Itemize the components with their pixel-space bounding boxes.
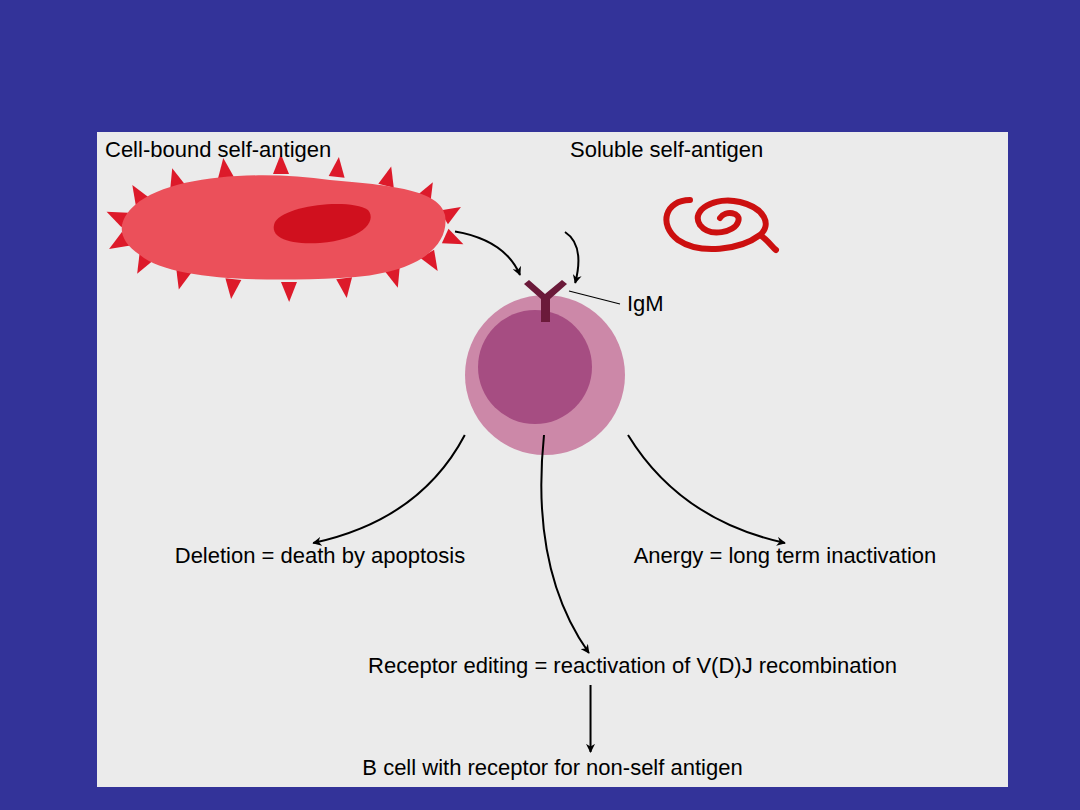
caption-text: B cell with receptor for non-self antige… xyxy=(130,755,975,781)
soluble-antigen-group: Soluble self-antigen xyxy=(565,137,885,262)
antigen-spike xyxy=(442,229,464,245)
arrow xyxy=(628,435,785,543)
heading: Cell-bound self-antigen xyxy=(105,137,331,163)
heading: Soluble self-antigen xyxy=(570,137,763,163)
soluble-antigen xyxy=(666,200,776,250)
caption-text: Anergy = long term inactivation xyxy=(590,543,980,569)
self-cell xyxy=(122,175,446,279)
outcome-text: Receptor editing = reactivation of V(D)J… xyxy=(360,653,905,683)
outcome-text: Anergy = long term inactivation xyxy=(590,543,980,573)
antigen-spike xyxy=(281,282,297,302)
caption-text: Deletion = death by apoptosis xyxy=(150,543,490,569)
b-cell xyxy=(465,295,625,455)
panel xyxy=(97,132,1008,787)
antigen-spikes xyxy=(107,154,464,302)
antigen-spike xyxy=(225,278,241,299)
arrow xyxy=(541,435,589,653)
arrow xyxy=(313,435,465,543)
antigen-spike xyxy=(378,166,393,187)
b-cell-node: IgM xyxy=(460,275,700,435)
cell-bound-antigen: Cell-bound self-antigen xyxy=(105,137,455,287)
igm-receptor-arms xyxy=(524,280,567,299)
arrow xyxy=(565,232,578,283)
arrow xyxy=(455,232,520,276)
b-cell-nucleus xyxy=(478,310,592,424)
cell-nucleus xyxy=(274,204,371,243)
arrow xyxy=(590,685,592,752)
result-text: B cell with receptor for non-self antige… xyxy=(130,755,975,785)
outcome-text: Deletion = death by apoptosis xyxy=(150,543,490,573)
antigen-spike xyxy=(336,277,352,298)
igm-receptor xyxy=(541,297,550,322)
caption-text: Receptor editing = reactivation of V(D)J… xyxy=(360,653,905,679)
heading: IgM xyxy=(627,291,664,317)
leader-line xyxy=(569,291,620,304)
